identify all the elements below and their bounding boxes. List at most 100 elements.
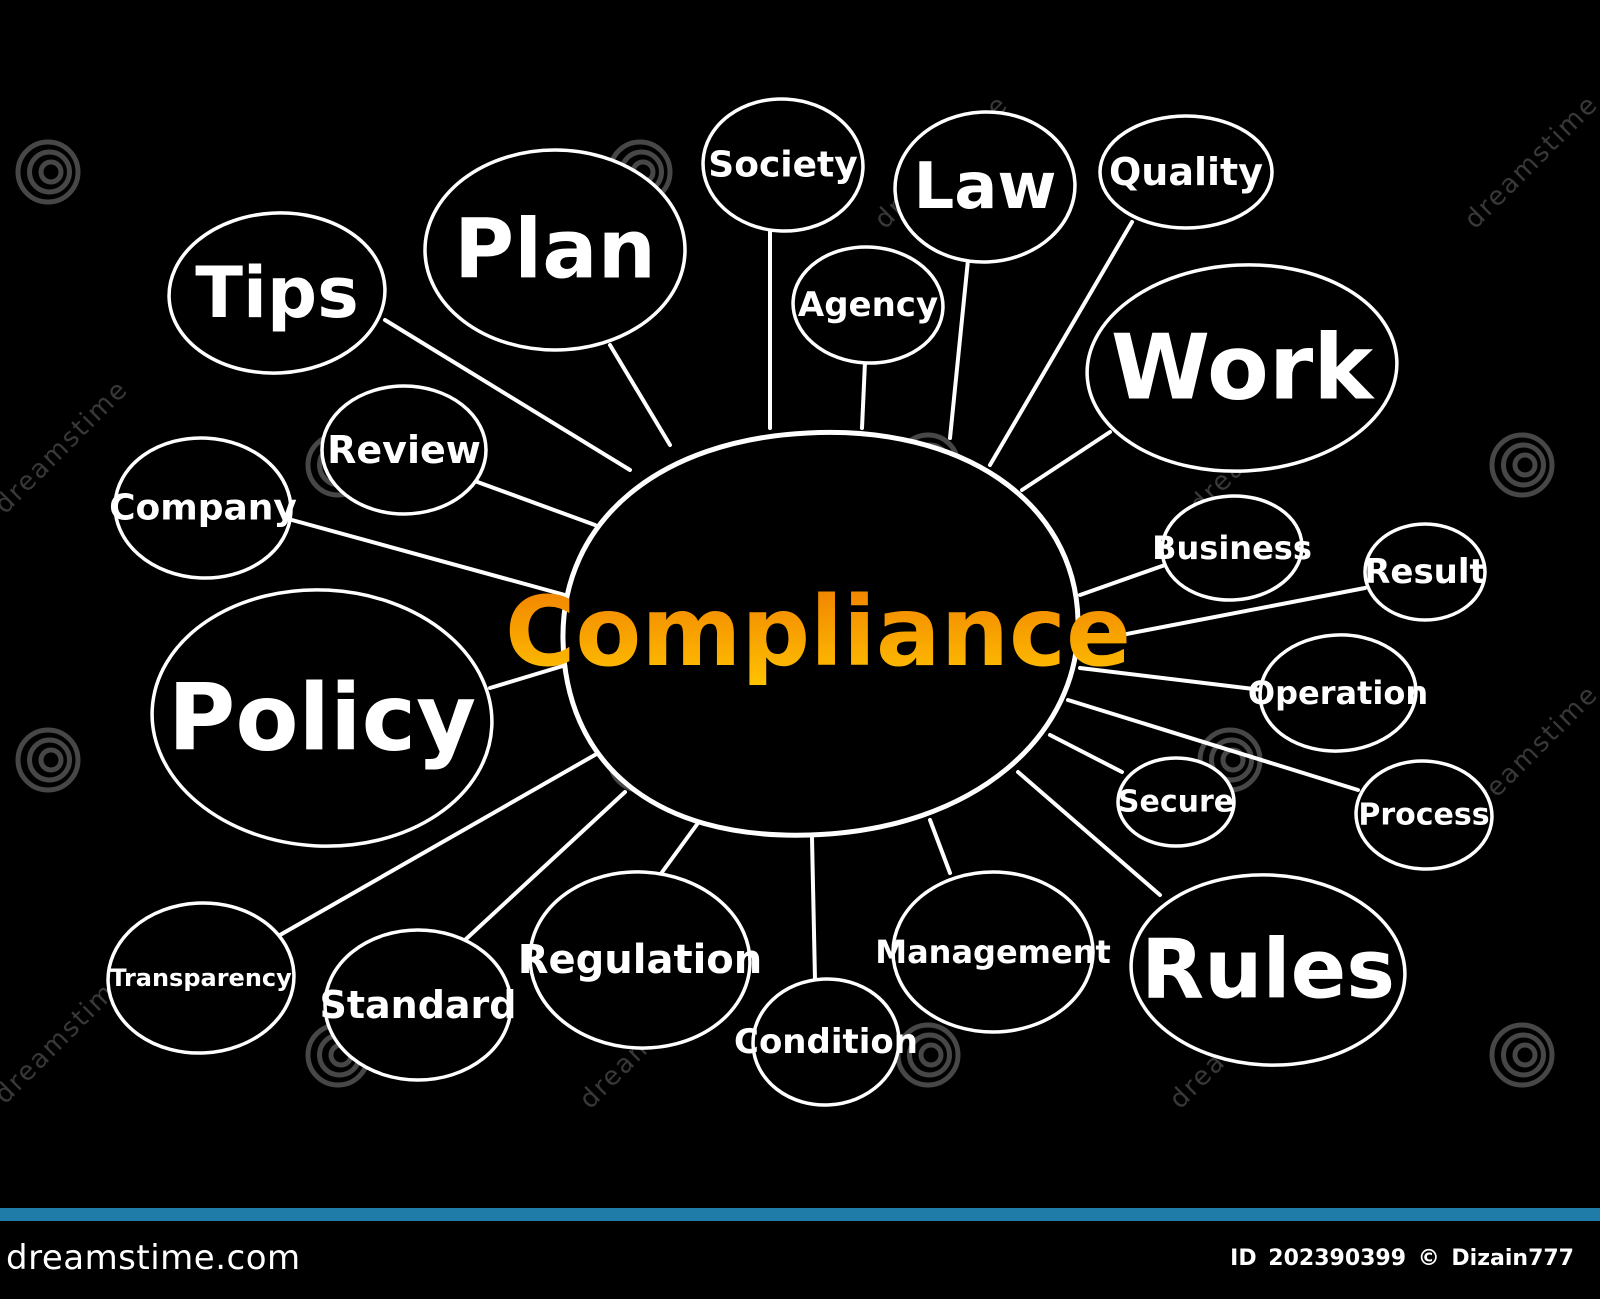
watermark-spiral-icon	[15, 727, 81, 793]
footer-stripe	[0, 1208, 1600, 1221]
node-bubble-process	[1354, 759, 1494, 871]
node-business: Business	[1152, 494, 1312, 602]
node-label-condition: Condition	[734, 1022, 918, 1062]
node-quality: Quality	[1098, 114, 1274, 230]
node-bubble-quality	[1098, 114, 1274, 230]
node-agency: Agency	[791, 245, 945, 365]
link-law	[948, 258, 970, 440]
node-label-regulation: Regulation	[518, 937, 763, 983]
watermark-spiral-ring	[1501, 442, 1546, 488]
node-tips: Tips	[167, 211, 387, 375]
center-label: Compliance	[505, 576, 1131, 688]
brand-logo[interactable]: dreamstime.com	[6, 1238, 301, 1278]
node-bubble-work	[1085, 263, 1399, 473]
link-company	[290, 518, 567, 597]
node-secure: Secure	[1116, 756, 1236, 848]
node-plan: Plan	[423, 148, 687, 352]
node-label-management: Management	[875, 933, 1111, 971]
node-process: Process	[1354, 759, 1494, 871]
node-label-work: Work	[1111, 316, 1375, 421]
watermark-spiral-ring	[38, 159, 64, 185]
watermark-spiral-icon	[15, 139, 81, 205]
watermark-spiral-ring	[1512, 1042, 1538, 1068]
node-bubble-secure	[1116, 756, 1236, 848]
node-label-law: Law	[913, 150, 1056, 224]
footer-bar: dreamstime.com ID 202390399 © Dizain777	[0, 1208, 1600, 1299]
watermark-spiral-ring	[1209, 737, 1254, 783]
node-bubble-business	[1160, 494, 1304, 602]
link-review	[470, 478, 597, 527]
node-label-review: Review	[327, 428, 481, 472]
node-bubble-review	[320, 384, 488, 516]
link-business	[1078, 563, 1167, 597]
watermark-spiral-ring	[918, 1042, 944, 1068]
image-id: 202390399	[1268, 1246, 1407, 1271]
mind-map-svg: dreamstimedreamstimedreamstimedreamstime…	[0, 89, 1600, 1115]
link-transparency	[278, 750, 602, 937]
watermark-spiral-icon	[1489, 432, 1555, 498]
node-bubble-tips	[167, 211, 387, 375]
node-label-process: Process	[1358, 798, 1489, 833]
watermark-spiral-ring	[27, 737, 72, 783]
copyright-symbol: ©	[1417, 1246, 1440, 1271]
node-bubble-operation	[1258, 633, 1418, 753]
link-condition	[810, 836, 817, 982]
node-bubble-law	[893, 110, 1077, 264]
watermark-spiral-icon	[1489, 1022, 1555, 1088]
node-bubble-regulation	[528, 870, 752, 1050]
node-bubble-management	[891, 870, 1095, 1034]
node-label-agency: Agency	[798, 285, 938, 325]
node-law: Law	[893, 110, 1077, 264]
id-label: ID	[1230, 1246, 1257, 1271]
watermark-spiral-ring	[1489, 432, 1555, 498]
node-society: Society	[701, 97, 865, 233]
author-name: Dizain777	[1451, 1246, 1574, 1271]
link-result	[1078, 586, 1367, 645]
watermark-spiral-ring	[1220, 747, 1246, 773]
node-work: Work	[1085, 263, 1399, 473]
node-label-rules: Rules	[1141, 923, 1395, 1018]
node-label-secure: Secure	[1118, 785, 1234, 820]
node-bubble-rules	[1129, 873, 1407, 1067]
node-regulation: Regulation	[518, 870, 763, 1050]
node-bubble-agency	[791, 245, 945, 365]
link-agency	[860, 360, 867, 430]
node-bubble-policy	[150, 588, 494, 848]
node-policy: Policy	[150, 588, 494, 848]
watermark-spiral-ring	[15, 727, 81, 793]
node-label-policy: Policy	[168, 665, 476, 772]
link-secure	[1048, 733, 1124, 774]
link-tips	[383, 318, 632, 472]
node-bubble-condition	[751, 977, 901, 1107]
link-standard	[463, 790, 627, 942]
watermark-spiral-ring	[1489, 1022, 1555, 1088]
node-bubble-transparency	[106, 901, 296, 1055]
image-meta: ID 202390399 © Dizain777	[1226, 1246, 1574, 1271]
watermark-spiral-ring	[27, 149, 72, 195]
watermark-spiral-ring	[15, 139, 81, 205]
node-label-company: Company	[109, 488, 297, 529]
watermark-spiral-ring	[907, 1032, 952, 1078]
link-process	[1066, 698, 1360, 792]
link-operation	[1078, 666, 1264, 692]
node-label-plan: Plan	[454, 203, 656, 298]
node-bubble-standard	[323, 928, 513, 1082]
node-operation: Operation	[1248, 633, 1428, 753]
node-label-standard: Standard	[319, 983, 516, 1027]
link-management	[928, 818, 952, 875]
node-standard: Standard	[319, 928, 517, 1082]
node-result: Result	[1363, 522, 1487, 622]
node-label-quality: Quality	[1109, 150, 1263, 194]
node-label-operation: Operation	[1248, 674, 1428, 712]
link-plan	[608, 343, 672, 447]
center-bubble	[560, 429, 1081, 838]
node-bubble-society	[701, 97, 865, 233]
link-regulation	[658, 821, 700, 877]
node-transparency: Transparency	[106, 901, 296, 1055]
node-bubble-result	[1363, 522, 1487, 622]
link-policy	[488, 663, 568, 690]
watermark-spiral-ring	[1512, 452, 1538, 478]
node-review: Review	[320, 384, 488, 516]
node-label-business: Business	[1152, 529, 1312, 567]
